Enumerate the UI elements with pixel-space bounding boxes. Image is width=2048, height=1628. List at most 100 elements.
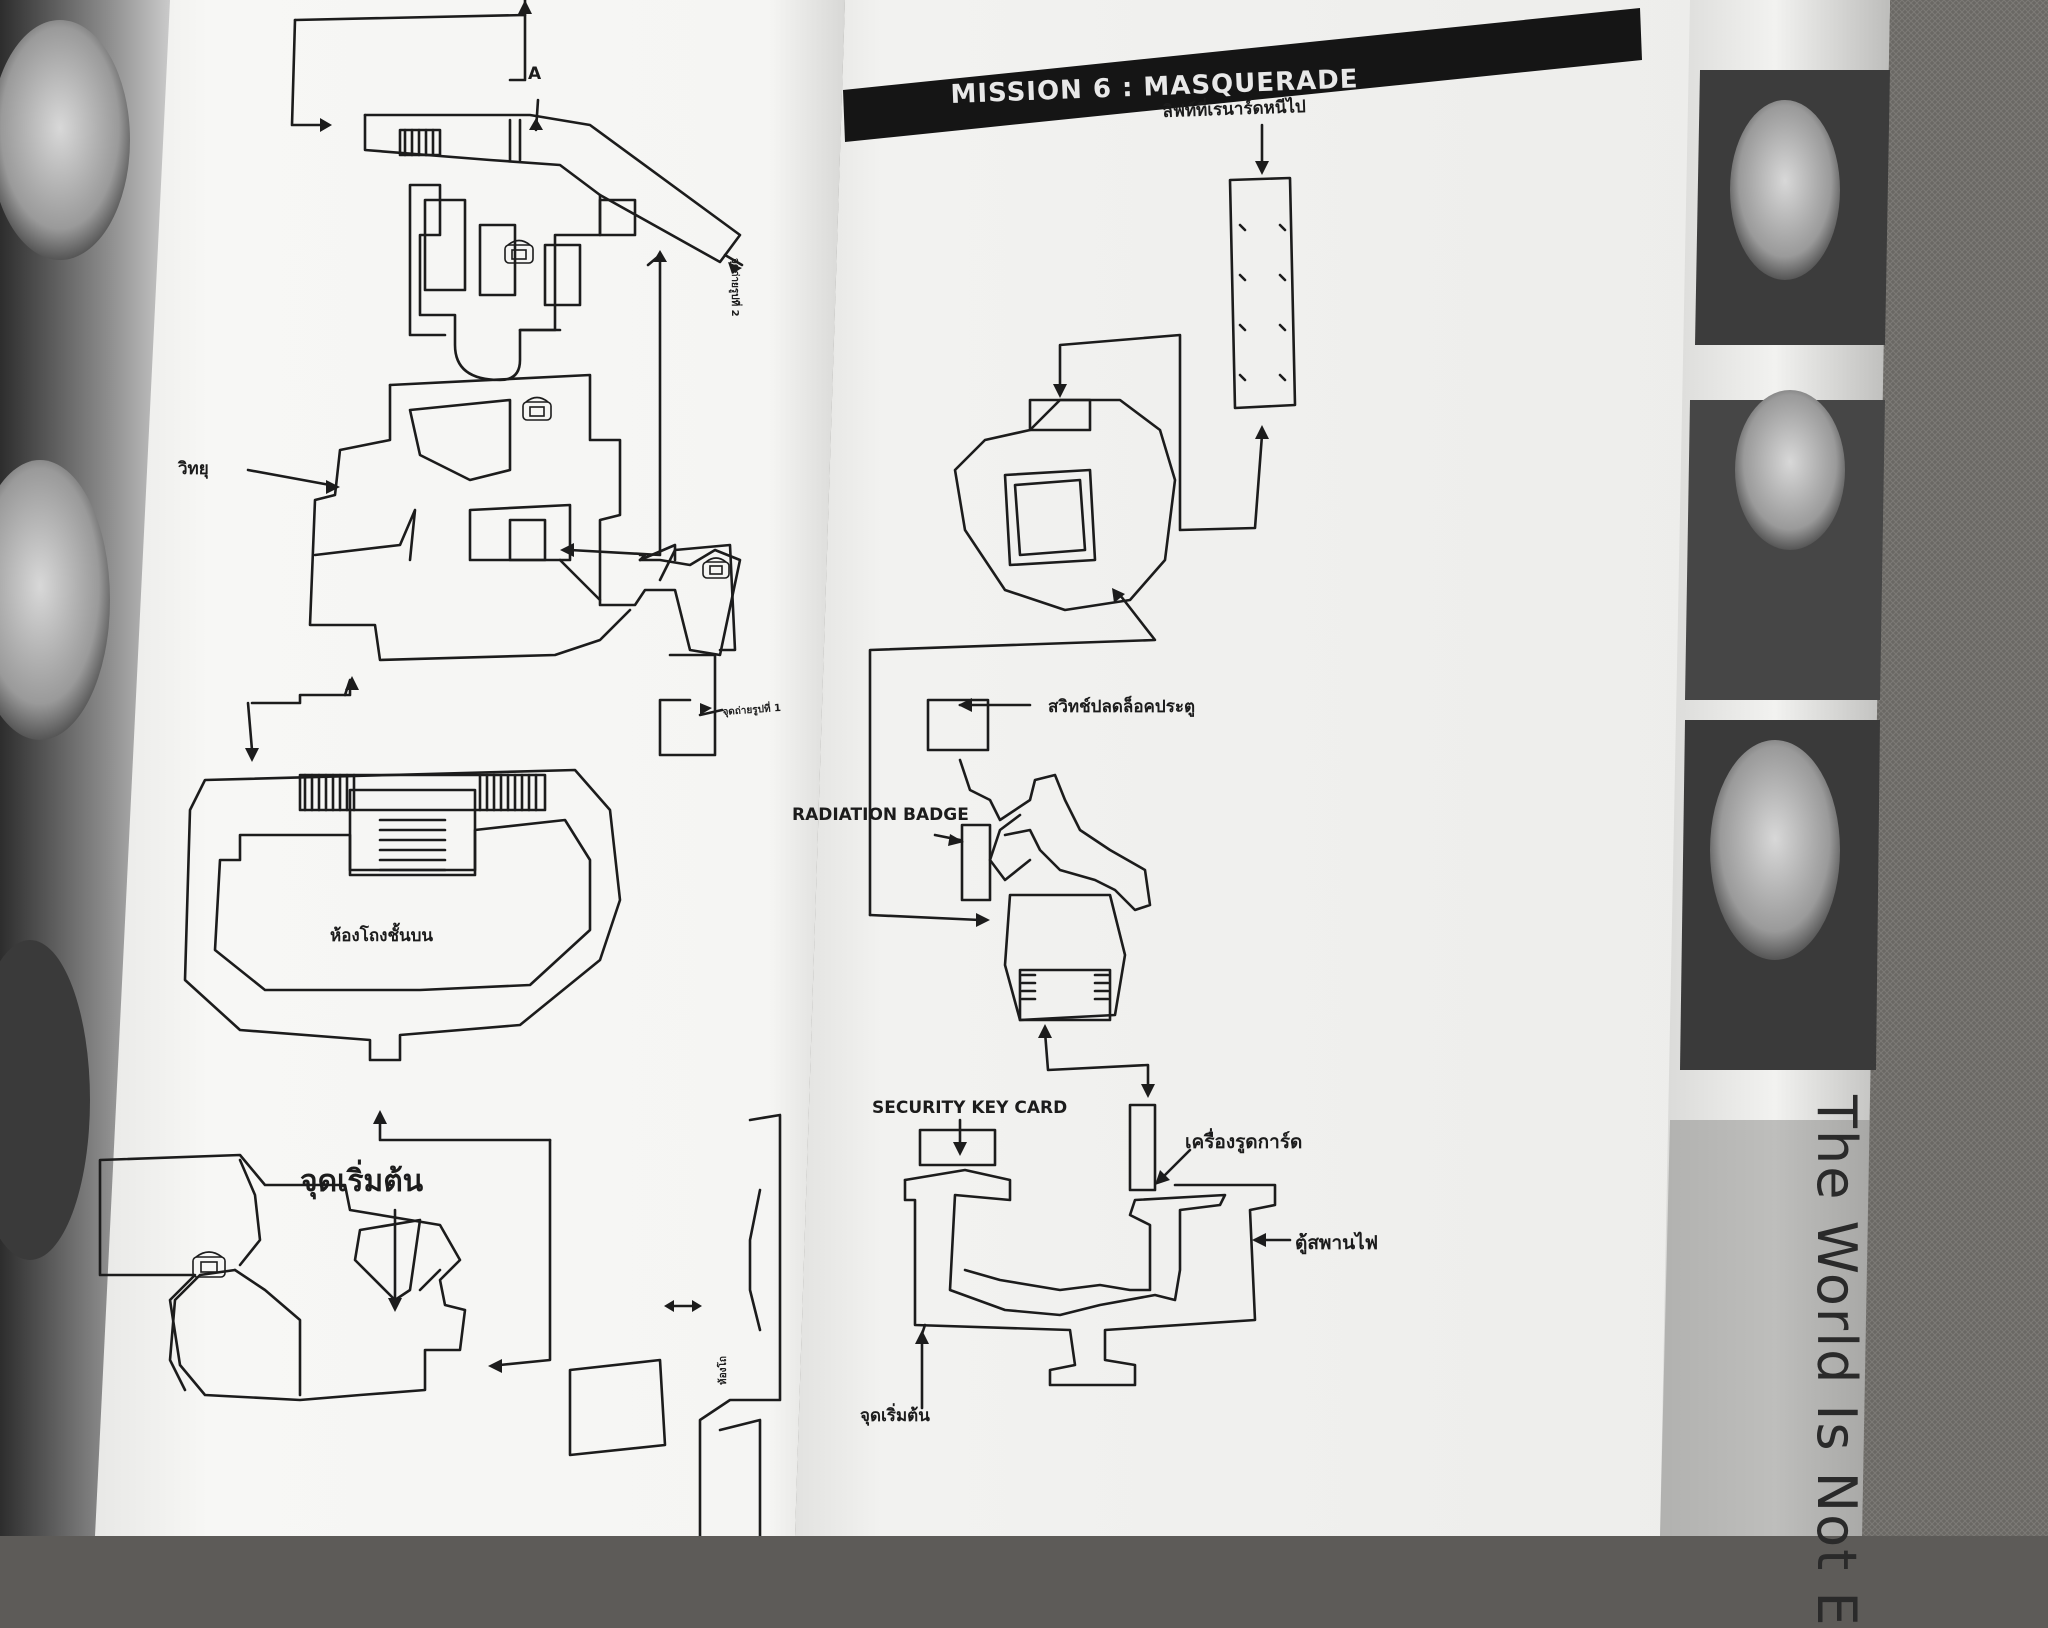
pointer-arrow: [698, 708, 724, 717]
radiation-badge-room: [960, 823, 992, 902]
telephone-icon: [192, 1251, 226, 1278]
start-map-wall: [238, 1158, 262, 1267]
key-card-room: [918, 1128, 997, 1167]
middle-map-inner-room: [508, 518, 547, 562]
arrowhead: [529, 118, 543, 130]
label-radiation-badge: RADIATION BADGE: [792, 805, 969, 825]
fragment-room: [568, 1358, 667, 1457]
reactor-entrance: [1028, 398, 1092, 432]
middle-map-outline-left: [308, 383, 632, 662]
reactor-core-inner: [1013, 478, 1087, 557]
arrowhead: [958, 698, 972, 712]
label-upper-casino: ห้องโถงชั้นบน: [330, 926, 434, 946]
middle-corridor: [958, 758, 1152, 912]
spine-face-photo: [1735, 390, 1845, 550]
arrowhead: [1255, 425, 1269, 439]
lower-control-annex: [1018, 968, 1112, 1022]
arrowhead: [1252, 1233, 1266, 1247]
arrowhead: [345, 676, 359, 690]
label-card-reader: เครื่องรูดการ์ด: [1185, 1131, 1303, 1153]
start-map-wall: [418, 1268, 442, 1292]
top-map-room: [423, 198, 467, 292]
start-map-wall: [233, 1268, 302, 1397]
top-map-room: [478, 223, 517, 297]
route-line: [868, 593, 1157, 917]
route-line: [498, 1138, 552, 1367]
arrowhead: [1141, 1084, 1155, 1098]
middle-map-wall: [558, 558, 602, 602]
spine-photo-light: [1660, 1120, 1870, 1536]
arrowhead: [915, 1330, 929, 1344]
arrowhead: [518, 0, 532, 14]
casino-outer: [183, 768, 622, 1062]
photo-scene: [0, 0, 2048, 1536]
route-line: [1058, 333, 1264, 532]
label-radio: วิทยุ: [178, 459, 209, 479]
middle-map-side-room: [658, 653, 717, 757]
telephone-icon: [504, 239, 534, 264]
arrowhead: [1255, 161, 1269, 175]
arrowhead: [560, 543, 574, 557]
label-photo-point-2: จุดถ่ายรูปที่ 2: [729, 258, 740, 317]
lower-control-stairs: [1020, 973, 1110, 1001]
spine-face-photo: [1730, 100, 1840, 280]
fragment-corridor: [698, 1113, 782, 1536]
label-marker-a: A: [528, 64, 542, 84]
door-switch-room: [926, 698, 990, 752]
fragment-wall: [718, 1418, 762, 1536]
middle-map-room: [408, 398, 512, 482]
reactor-core-outer: [1003, 468, 1097, 567]
casino-stair-band: [298, 773, 547, 812]
arrowhead: [692, 1300, 702, 1312]
left-face-photo: [0, 460, 110, 740]
fragment-wall: [748, 1188, 762, 1332]
left-dark-photo: [0, 940, 90, 1260]
spine-title: The World Is Not E: [1805, 1095, 1868, 1628]
arrowhead: [1155, 1170, 1170, 1185]
telephone-icon: [702, 557, 730, 579]
arrowhead: [326, 480, 340, 494]
route-arrow-down-left: [246, 683, 352, 752]
arrowhead: [245, 748, 259, 762]
middle-map-wall: [313, 508, 417, 562]
card-reader-column: [1128, 1103, 1157, 1192]
lift-shaft-marks: [1238, 223, 1287, 382]
arrowhead: [388, 1298, 402, 1312]
arrowhead: [488, 1359, 502, 1373]
top-map-stairs-lines: [403, 128, 435, 157]
telephone-icon: [522, 396, 552, 421]
arrowhead: [728, 262, 742, 274]
start-map-outline-right: [903, 1178, 1277, 1387]
arrowhead: [1038, 1024, 1052, 1038]
route-line-top: [293, 13, 527, 82]
casino-staircase-lines: [378, 818, 447, 872]
label-start-point-left: จุดเริ่มต้น: [300, 1164, 424, 1199]
route-line-top-left: [290, 18, 324, 127]
middle-map-outline: [388, 373, 742, 657]
spine-face-photo: [1710, 740, 1840, 960]
middle-map-room: [468, 503, 572, 562]
right-page: [795, 0, 1890, 1536]
lower-control-room: [1003, 893, 1127, 1022]
pointer-arrow: [723, 253, 744, 267]
arrowhead: [653, 250, 667, 262]
arrowhead: [700, 703, 712, 715]
top-map-room: [598, 198, 637, 237]
left-face-photo: [0, 20, 130, 260]
route-line: [1043, 1030, 1150, 1092]
top-map-room: [543, 243, 582, 307]
label-start-point-right: จุดเริ่มต้น: [860, 1406, 930, 1426]
arrowhead: [976, 913, 990, 927]
label-lift: ลิฟท์ที่เรนาร์ดหนีไป: [1162, 96, 1307, 122]
arrowhead: [1112, 588, 1125, 603]
label-bottom-room: ห้องโถ: [718, 1356, 729, 1385]
middle-map-side-room: [658, 543, 737, 652]
route-line: [868, 913, 982, 922]
arrowhead: [373, 1110, 387, 1124]
arrowhead: [320, 118, 332, 132]
pointer-arrow: [246, 468, 332, 487]
label-door-lock-switch: สวิทช์ปลดล็อคประตู: [1048, 697, 1196, 717]
label-security-key-card: SECURITY KEY CARD: [872, 1098, 1068, 1118]
start-corridor: [903, 1168, 1227, 1317]
arrowhead: [948, 834, 964, 846]
